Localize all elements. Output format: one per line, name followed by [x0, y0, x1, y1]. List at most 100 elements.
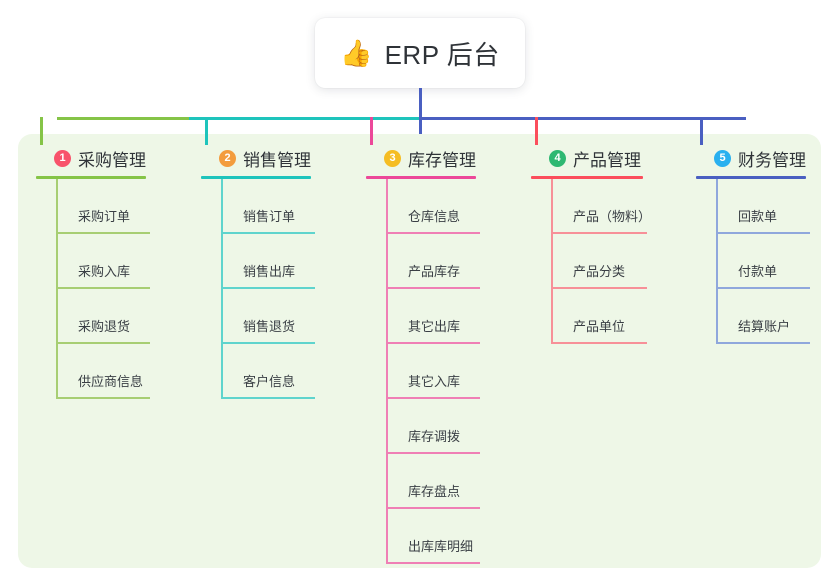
branch-number-badge: 1 — [54, 149, 71, 167]
leaf-label: 产品（物料） — [573, 209, 652, 224]
leaf-underline — [221, 287, 315, 289]
leaf-label: 销售订单 — [243, 209, 296, 224]
leaf-label: 产品库存 — [408, 264, 461, 279]
leaf-node[interactable]: 其它出库 — [386, 289, 480, 344]
leaf-underline — [56, 342, 150, 344]
branch-items: 产品（物料） 产品分类产品单位 — [531, 179, 651, 344]
branch-items: 销售订单销售出库销售退货客户信息 — [201, 179, 315, 399]
root-title: ERP 后台 — [384, 39, 500, 70]
leaf-underline — [386, 452, 480, 454]
leaf-node[interactable]: 回款单 — [716, 179, 810, 234]
leaf-underline — [386, 342, 480, 344]
thumbs-up-icon: 👍 — [340, 38, 373, 68]
leaf-label: 采购订单 — [78, 209, 131, 224]
leaf-label: 仓库信息 — [408, 209, 461, 224]
leaf-underline — [551, 342, 647, 344]
leaf-node[interactable]: 供应商信息 — [56, 344, 150, 399]
column-drop-connector-5 — [700, 117, 703, 145]
branch-underline — [696, 176, 806, 179]
leaf-label: 付款单 — [738, 264, 778, 279]
leaf-underline — [716, 342, 810, 344]
leaf-underline — [221, 232, 315, 234]
bus-segment-3 — [419, 117, 746, 120]
leaf-underline — [551, 287, 647, 289]
branch-spine — [551, 179, 553, 344]
leaf-underline — [221, 342, 315, 344]
leaf-node[interactable]: 其它入库 — [386, 344, 480, 399]
leaf-label: 产品分类 — [573, 264, 626, 279]
leaf-node[interactable]: 库存盘点 — [386, 454, 480, 509]
leaf-underline — [386, 562, 480, 564]
leaf-node[interactable]: 客户信息 — [221, 344, 315, 399]
branch-spine — [386, 179, 388, 564]
branch-number-badge: 5 — [714, 149, 731, 167]
leaf-underline — [716, 232, 810, 234]
branch-spine — [221, 179, 223, 399]
column-drop-connector-4 — [535, 117, 538, 145]
branch-header-1[interactable]: 1 采购管理 — [36, 146, 146, 170]
branch-items: 回款单付款单结算账户 — [696, 179, 810, 344]
branch-spine — [56, 179, 58, 399]
branch-column-1[interactable]: 1 采购管理采购订单采购入库采购退货供应商信息 — [36, 146, 150, 399]
leaf-label: 其它入库 — [408, 374, 461, 389]
branch-column-2[interactable]: 2 销售管理销售订单销售出库销售退货客户信息 — [201, 146, 315, 399]
leaf-underline — [386, 232, 480, 234]
branch-number-badge: 3 — [384, 149, 401, 167]
branch-title: 采购管理 — [78, 150, 146, 170]
branch-number-badge: 4 — [549, 149, 566, 167]
leaf-label: 销售出库 — [243, 264, 296, 279]
leaf-label: 采购入库 — [78, 264, 131, 279]
leaf-underline — [386, 397, 480, 399]
leaf-underline — [386, 507, 480, 509]
leaf-node[interactable]: 产品分类 — [551, 234, 647, 289]
leaf-node[interactable]: 采购退货 — [56, 289, 150, 344]
leaf-node[interactable]: 产品单位 — [551, 289, 647, 344]
leaf-underline — [56, 397, 150, 399]
leaf-label: 出库库明细 — [408, 539, 474, 554]
leaf-underline — [221, 397, 315, 399]
leaf-label: 其它出库 — [408, 319, 461, 334]
leaf-label: 供应商信息 — [78, 374, 144, 389]
column-drop-connector-3 — [370, 117, 373, 145]
branch-underline — [201, 176, 311, 179]
leaf-node[interactable]: 结算账户 — [716, 289, 810, 344]
leaf-node[interactable]: 产品库存 — [386, 234, 480, 289]
leaf-underline — [386, 287, 480, 289]
column-drop-connector-2 — [205, 117, 208, 145]
bus-segment-2 — [189, 117, 419, 120]
leaf-node[interactable]: 采购入库 — [56, 234, 150, 289]
leaf-label: 采购退货 — [78, 319, 131, 334]
branch-title: 销售管理 — [243, 150, 311, 170]
leaf-node[interactable]: 仓库信息 — [386, 179, 480, 234]
leaf-label: 产品单位 — [573, 319, 626, 334]
leaf-node[interactable]: 付款单 — [716, 234, 810, 289]
branch-underline — [36, 176, 146, 179]
leaf-label: 客户信息 — [243, 374, 296, 389]
leaf-underline — [716, 287, 810, 289]
leaf-node[interactable]: 出库库明细 — [386, 509, 480, 564]
branch-underline — [531, 176, 643, 179]
root-trunk-connector — [419, 88, 422, 144]
leaf-node[interactable]: 销售退货 — [221, 289, 315, 344]
leaf-underline — [56, 287, 150, 289]
branch-items: 仓库信息产品库存其它出库其它入库库存调拨库存盘点出库库明细 — [366, 179, 480, 564]
branch-number-badge: 2 — [219, 149, 236, 167]
leaf-node[interactable]: 销售出库 — [221, 234, 315, 289]
leaf-label: 库存调拨 — [408, 429, 461, 444]
leaf-label: 结算账户 — [738, 319, 791, 334]
branch-items: 采购订单采购入库采购退货供应商信息 — [36, 179, 150, 399]
leaf-node[interactable]: 库存调拨 — [386, 399, 480, 454]
leaf-node[interactable]: 采购订单 — [56, 179, 150, 234]
root-node[interactable]: 👍 ERP 后台 — [315, 18, 525, 88]
branch-header-2[interactable]: 2 销售管理 — [201, 146, 311, 170]
leaf-label: 库存盘点 — [408, 484, 461, 499]
branches-panel — [18, 134, 821, 568]
leaf-node[interactable]: 销售订单 — [221, 179, 315, 234]
leaf-node[interactable]: 产品（物料） — [551, 179, 651, 234]
